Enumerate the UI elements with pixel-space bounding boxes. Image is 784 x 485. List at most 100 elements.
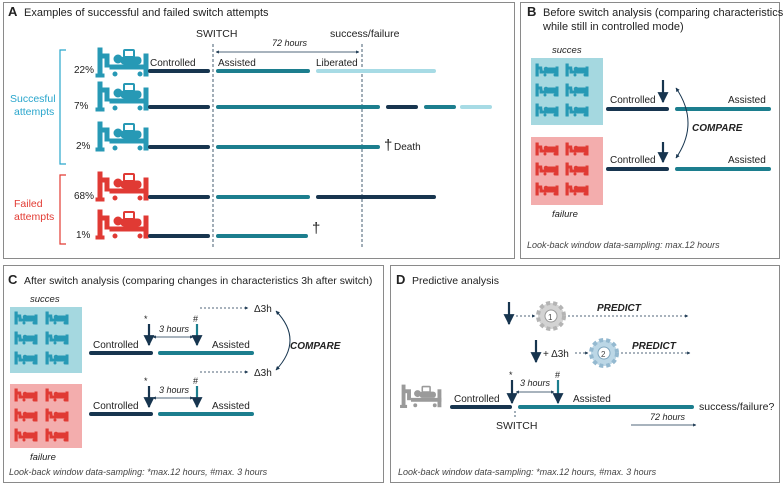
panel-a: [3, 2, 515, 259]
d-bar-assisted: [518, 405, 694, 409]
row-1: 22% Controlled Assisted Liberated: [74, 47, 436, 78]
d-outcome: success/failure?: [699, 401, 774, 413]
death-label: Death: [394, 142, 421, 153]
d-footer: Look-back window data-sampling: *max.12 …: [398, 467, 657, 477]
d-predict-label-2: PREDICT: [632, 341, 677, 352]
death-dagger: †: [312, 220, 320, 237]
bar-controlled: [148, 105, 210, 109]
patient-icon: [95, 47, 149, 78]
panel-b-title-1: Before switch analysis (comparing charac…: [543, 7, 784, 19]
gear-2-icon: [589, 338, 619, 368]
success-group-label-2: attempts: [14, 106, 54, 118]
panel-d-title: Predictive analysis: [412, 275, 499, 287]
phase-controlled-label: Controlled: [150, 58, 196, 69]
c-delta-bottom: Δ3h: [254, 368, 272, 379]
b-footer: Look-back window data-sampling: max.12 h…: [527, 240, 720, 250]
bar-controlled: [148, 69, 210, 73]
bar-controlled: [148, 234, 210, 238]
c-success-label: succes: [30, 294, 60, 305]
d-plus-delta: + Δ3h: [543, 349, 569, 360]
c-hash-top: #: [193, 314, 198, 324]
bar-liberated: [460, 105, 492, 109]
patient-icon: [95, 121, 149, 152]
c-bar-assisted-bottom: [158, 412, 254, 416]
b-controlled-top: Controlled: [610, 95, 656, 106]
failed-group-label-2: attempts: [14, 211, 54, 223]
bar-assisted: [216, 195, 310, 199]
d-bar-controlled: [450, 405, 512, 409]
c-footer: Look-back window data-sampling: *max.12 …: [9, 467, 268, 477]
c-hours-top: 3 hours: [159, 324, 190, 334]
c-assisted-bottom: Assisted: [212, 401, 250, 412]
b-bar-controlled-bottom: [606, 167, 669, 171]
c-hash-bottom: #: [193, 376, 198, 386]
d-predict-label-1: PREDICT: [597, 303, 642, 314]
c-hours-bottom: 3 hours: [159, 385, 190, 395]
d-assisted: Assisted: [573, 394, 611, 405]
panel-b: [520, 2, 780, 259]
b-assisted-bottom: Assisted: [728, 155, 766, 166]
b-compare-label: COMPARE: [692, 123, 743, 134]
d-hours72: 72 hours: [650, 412, 686, 422]
phase-liberated-label: Liberated: [316, 58, 358, 69]
bar-liberated: [316, 69, 436, 73]
c-controlled-top: Controlled: [93, 340, 139, 351]
bar-assisted: [216, 69, 310, 73]
panel-a-title: Examples of successful and failed switch…: [24, 7, 269, 19]
success-group-label-1: Succesful: [10, 93, 56, 105]
b-bar-assisted-top: [675, 107, 771, 111]
bar-controlled: [148, 195, 210, 199]
c-controlled-bottom: Controlled: [93, 401, 139, 412]
row-pct: 68%: [74, 191, 94, 202]
d-hours3: 3 hours: [520, 378, 551, 388]
row-pct: 22%: [74, 65, 94, 76]
row-pct: 1%: [76, 230, 91, 241]
d-patient-icon: [399, 384, 442, 409]
b-controlled-bottom: Controlled: [610, 155, 656, 166]
bar-assisted-2: [424, 105, 456, 109]
death-dagger: †: [384, 137, 392, 154]
gear-1-icon: [536, 301, 566, 331]
row-pct: 2%: [76, 141, 91, 152]
success-bracket: [59, 49, 66, 165]
b-assisted-top: Assisted: [728, 95, 766, 106]
panel-c-letter: C: [8, 272, 18, 287]
c-bar-assisted-top: [158, 351, 254, 355]
bar-controlled-2: [316, 195, 436, 199]
phase-assisted-label: Assisted: [218, 58, 256, 69]
gear-1-label: 1: [548, 313, 553, 322]
c-failure-label: failure: [30, 452, 56, 463]
d-controlled: Controlled: [454, 394, 500, 405]
panel-b-letter: B: [527, 4, 536, 19]
b-bar-assisted-bottom: [675, 167, 771, 171]
d-hash: #: [555, 370, 560, 380]
d-star: *: [509, 370, 513, 380]
panel-a-letter: A: [8, 4, 18, 19]
bar-assisted: [216, 105, 380, 109]
hours72-label: 72 hours: [272, 38, 308, 48]
b-success-label: succes: [552, 45, 582, 56]
c-compare-arrow: [275, 310, 291, 371]
bar-assisted: [216, 234, 308, 238]
c-delta-top: Δ3h: [254, 304, 272, 315]
panel-c-title: After switch analysis (comparing changes…: [24, 275, 372, 287]
patient-icon: [95, 171, 149, 202]
row-pct: 7%: [74, 101, 89, 112]
patient-icon: [95, 209, 149, 240]
panel-d: [390, 265, 780, 483]
b-bar-controlled-top: [606, 107, 669, 111]
row-4: 68%: [74, 171, 436, 202]
outcome-label: success/failure: [330, 28, 400, 40]
row-2: 7%: [74, 81, 492, 112]
failed-group-label-1: Failed: [14, 198, 43, 210]
panel-d-letter: D: [396, 272, 405, 287]
bar-assisted: [216, 145, 380, 149]
row-3: 2% † Death: [76, 121, 421, 154]
b-failure-label: failure: [552, 209, 578, 220]
panel-b-title-2: while still in controlled mode): [542, 21, 684, 33]
row-5: 1% †: [76, 209, 320, 241]
b-compare-arrow: [675, 87, 689, 159]
gear-2-label: 2: [601, 350, 606, 359]
c-compare-label: COMPARE: [290, 341, 341, 352]
